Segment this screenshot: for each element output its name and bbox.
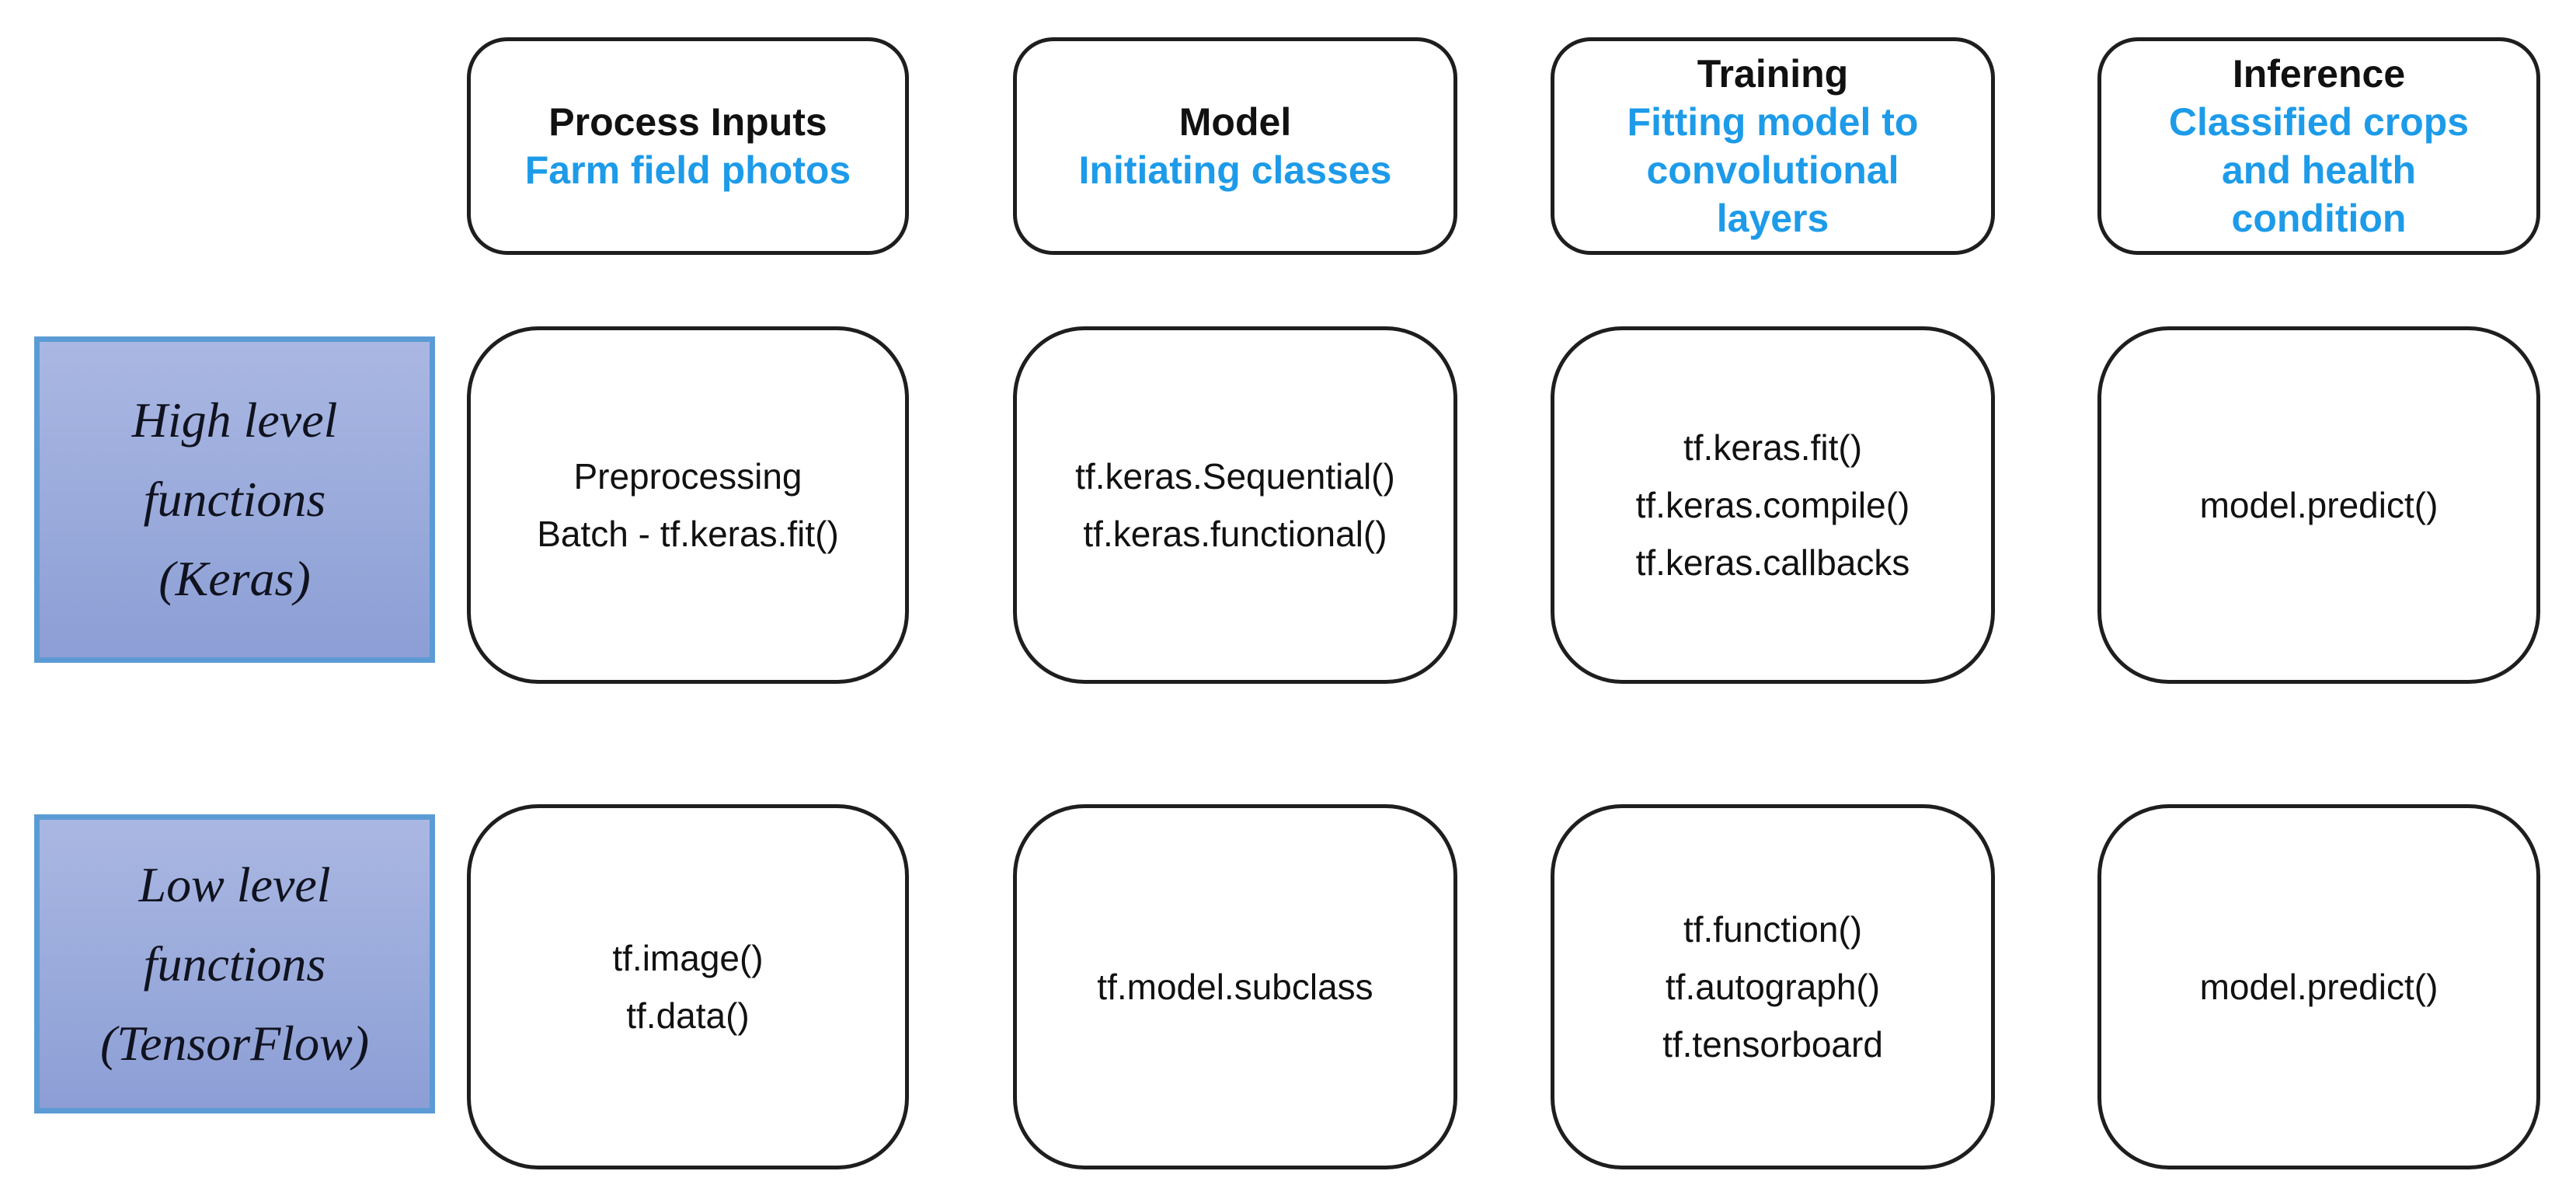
- cell-text-line: tf.keras.compile(): [1635, 485, 1910, 525]
- cell-tensorflow-model: tf.model.subclass: [1013, 804, 1457, 1169]
- cell-text-line: Preprocessing: [573, 456, 802, 497]
- row-label-line: High level: [131, 392, 338, 448]
- header-title: Training: [1697, 52, 1849, 96]
- header-subtitle-line: Fitting model to: [1627, 100, 1919, 144]
- cell-keras-training: tf.keras.fit() tf.keras.compile() tf.ker…: [1551, 326, 1995, 684]
- cell-text-line: tf.image(): [612, 938, 764, 978]
- cell-text-line: tf.autograph(): [1665, 967, 1881, 1007]
- header-subtitle: Farm field photos: [525, 146, 851, 194]
- header-title: Process Inputs: [548, 100, 827, 144]
- header-title: Inference: [2232, 52, 2406, 96]
- cell-keras-process-inputs: Preprocessing Batch - tf.keras.fit(): [467, 326, 909, 684]
- row-label-line: functions: [143, 472, 326, 527]
- cell-text-line: tf.data(): [626, 995, 750, 1036]
- cell-text-line: model.predict(): [2199, 967, 2438, 1007]
- cell-keras-inference: model.predict(): [2097, 326, 2540, 684]
- cell-text-line: tf.tensorboard: [1662, 1024, 1883, 1065]
- header-subtitle-line: convolutional: [1646, 148, 1899, 192]
- header-subtitle-line: condition: [2231, 197, 2407, 240]
- cell-text-line: tf.keras.fit(): [1683, 427, 1863, 468]
- cell-tensorflow-inference: model.predict(): [2097, 804, 2540, 1169]
- header-subtitle-line: layers: [1716, 197, 1829, 240]
- header-subtitle: Initiating classes: [1079, 146, 1392, 194]
- row-label-line: functions: [143, 936, 326, 992]
- cell-text-line: tf.keras.callbacks: [1635, 542, 1910, 583]
- header-subtitle-line: and health: [2221, 148, 2416, 192]
- header-subtitle-line: Classified crops: [2168, 100, 2470, 144]
- row-label-low-level-tensorflow: Low level functions (TensorFlow): [34, 814, 435, 1114]
- header-box-training: Training Fitting model to convolutional …: [1551, 37, 1995, 255]
- header-subtitle: Classified crops and health condition: [2169, 98, 2469, 242]
- cell-text-line: Batch - tf.keras.fit(): [537, 514, 839, 554]
- header-subtitle-line: Initiating classes: [1078, 148, 1392, 192]
- cell-text-line: tf.keras.Sequential(): [1075, 456, 1395, 497]
- header-box-model: Model Initiating classes: [1013, 37, 1457, 255]
- header-title: Model: [1178, 100, 1292, 144]
- header-subtitle: Fitting model to convolutional layers: [1627, 98, 1919, 242]
- cell-tensorflow-process-inputs: tf.image() tf.data(): [467, 804, 909, 1169]
- row-label-line: (TensorFlow): [99, 1015, 370, 1071]
- cell-text-line: tf.keras.functional(): [1083, 514, 1387, 554]
- header-box-process-inputs: Process Inputs Farm field photos: [467, 37, 909, 255]
- cell-text-line: model.predict(): [2199, 485, 2438, 525]
- row-label-line: Low level: [138, 856, 331, 912]
- header-subtitle-line: Farm field photos: [524, 148, 851, 192]
- row-label-line: (Keras): [158, 551, 311, 606]
- row-label-high-level-keras: High level functions (Keras): [34, 336, 435, 663]
- cell-text-line: tf.function(): [1683, 909, 1863, 950]
- cell-keras-model: tf.keras.Sequential() tf.keras.functiona…: [1013, 326, 1457, 684]
- cell-tensorflow-training: tf.function() tf.autograph() tf.tensorbo…: [1551, 804, 1995, 1169]
- header-box-inference: Inference Classified crops and health co…: [2097, 37, 2540, 255]
- cell-text-line: tf.model.subclass: [1097, 967, 1373, 1007]
